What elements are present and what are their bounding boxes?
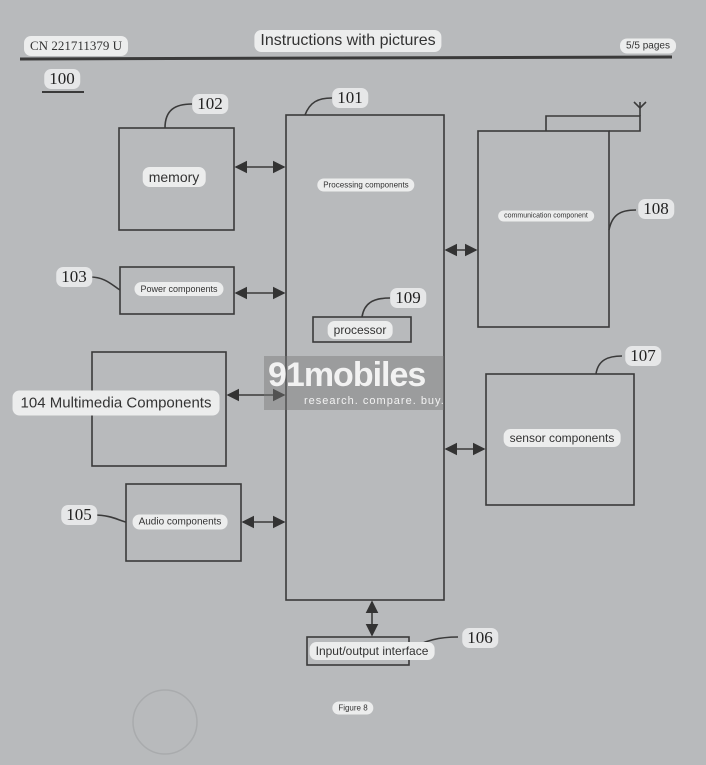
figure-caption: Figure 8 bbox=[332, 701, 374, 715]
memory-box bbox=[118, 127, 235, 231]
watermark-tagline: research. compare. buy. bbox=[304, 395, 445, 407]
ref-107: 107 bbox=[625, 346, 661, 366]
page-count: 5/5 pages bbox=[620, 38, 676, 54]
audio-label: Audio components bbox=[132, 514, 228, 530]
power-label: Power components bbox=[134, 282, 224, 296]
page-title: Instructions with pictures bbox=[254, 30, 442, 52]
io-label: Input/output interface bbox=[309, 642, 435, 660]
communication-box bbox=[477, 130, 610, 328]
ref-101: 101 bbox=[332, 88, 368, 108]
sensor-box bbox=[485, 373, 635, 506]
ref-106: 106 bbox=[462, 628, 498, 648]
processor-label: processor bbox=[327, 321, 393, 339]
multimedia-label: 104 Multimedia Components bbox=[12, 390, 220, 416]
communication-label: communication component bbox=[498, 210, 594, 222]
ref-108: 108 bbox=[638, 199, 674, 219]
power-box bbox=[119, 266, 235, 315]
ref-103: 103 bbox=[56, 267, 92, 287]
watermark: 91mobiles research. compare. buy. bbox=[264, 356, 444, 410]
sensor-label: sensor components bbox=[503, 429, 621, 447]
ref-102: 102 bbox=[192, 94, 228, 114]
processing-box bbox=[285, 114, 445, 601]
ref-105: 105 bbox=[61, 505, 97, 525]
watermark-brand: 91mobiles bbox=[268, 356, 426, 394]
processing-label: Processing components bbox=[317, 178, 415, 192]
patent-number: CN 221711379 U bbox=[24, 36, 128, 56]
ref-100: 100 bbox=[44, 69, 80, 89]
ref-109: 109 bbox=[390, 288, 426, 308]
audio-box bbox=[125, 483, 242, 562]
header-rule bbox=[19, 55, 673, 61]
memory-label: memory bbox=[142, 167, 206, 187]
